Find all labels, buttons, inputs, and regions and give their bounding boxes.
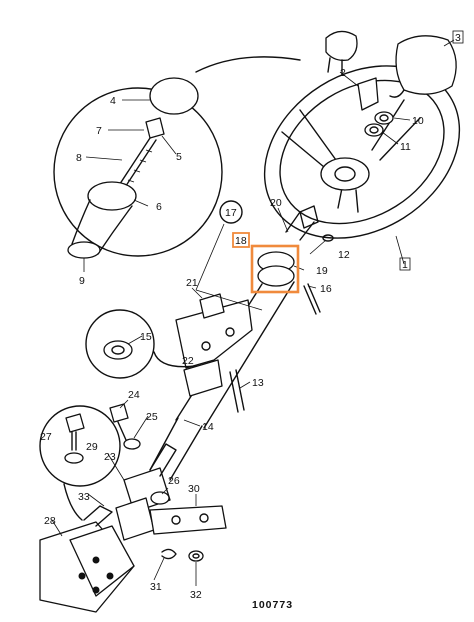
callout-18: 18 xyxy=(235,235,247,247)
callout-7: 7 xyxy=(96,125,102,137)
horn-knob xyxy=(389,35,457,98)
callout-24: 24 xyxy=(128,389,140,401)
callout-15: 15 xyxy=(140,331,152,343)
callout-labels: 1 2 3 4 5 6 7 8 9 10 11 12 13 14 15 16 1… xyxy=(40,32,461,601)
figure-number: 100773 xyxy=(252,599,293,611)
callout-20: 20 xyxy=(270,197,282,209)
steering-wheel xyxy=(263,65,461,239)
callout-17: 17 xyxy=(225,207,237,219)
callout-9: 9 xyxy=(79,275,85,287)
callout-33: 33 xyxy=(78,491,90,503)
callout-3: 3 xyxy=(455,32,461,44)
callout-27: 27 xyxy=(40,431,52,443)
callout-11: 11 xyxy=(400,141,411,153)
callout-19: 19 xyxy=(316,265,328,277)
leader-lines xyxy=(51,39,455,586)
steering-column xyxy=(149,205,334,481)
callout-23: 23 xyxy=(104,451,116,463)
steering-box xyxy=(39,505,135,613)
callout-4: 4 xyxy=(110,95,116,107)
washer-detail xyxy=(85,309,155,379)
callout-13: 13 xyxy=(252,377,264,389)
callout-22: 22 xyxy=(182,355,194,367)
callout-2: 2 xyxy=(340,67,346,79)
callout-29: 29 xyxy=(86,441,98,453)
fasteners-31-32 xyxy=(161,548,204,562)
wheel-hardware xyxy=(357,77,394,137)
mounting-plate xyxy=(149,505,227,535)
callout-6: 6 xyxy=(156,201,162,213)
gear-knob-detail xyxy=(53,77,223,259)
callout-25: 25 xyxy=(146,411,158,423)
callout-31: 31 xyxy=(150,581,162,593)
callout-16: 16 xyxy=(320,283,332,295)
highlight-box-bearing xyxy=(250,244,300,294)
callout-32: 32 xyxy=(190,589,202,601)
callout-21: 21 xyxy=(186,277,198,289)
highlight-box-callout-18 xyxy=(232,232,250,248)
wheel-knob xyxy=(325,30,358,75)
callout-8: 8 xyxy=(76,152,82,164)
callout-1-box xyxy=(399,257,411,271)
callout-3-box xyxy=(452,30,464,44)
steering-box-detail xyxy=(39,405,121,521)
callout-5: 5 xyxy=(176,151,182,163)
callout-10: 10 xyxy=(412,115,424,127)
callout-14: 14 xyxy=(202,421,214,433)
callout-26: 26 xyxy=(168,475,180,487)
callout-28: 28 xyxy=(44,515,56,527)
callout-17-ring xyxy=(219,200,243,224)
callout-30: 30 xyxy=(188,483,200,495)
callout-1: 1 xyxy=(402,259,408,271)
callout-12: 12 xyxy=(338,249,350,261)
